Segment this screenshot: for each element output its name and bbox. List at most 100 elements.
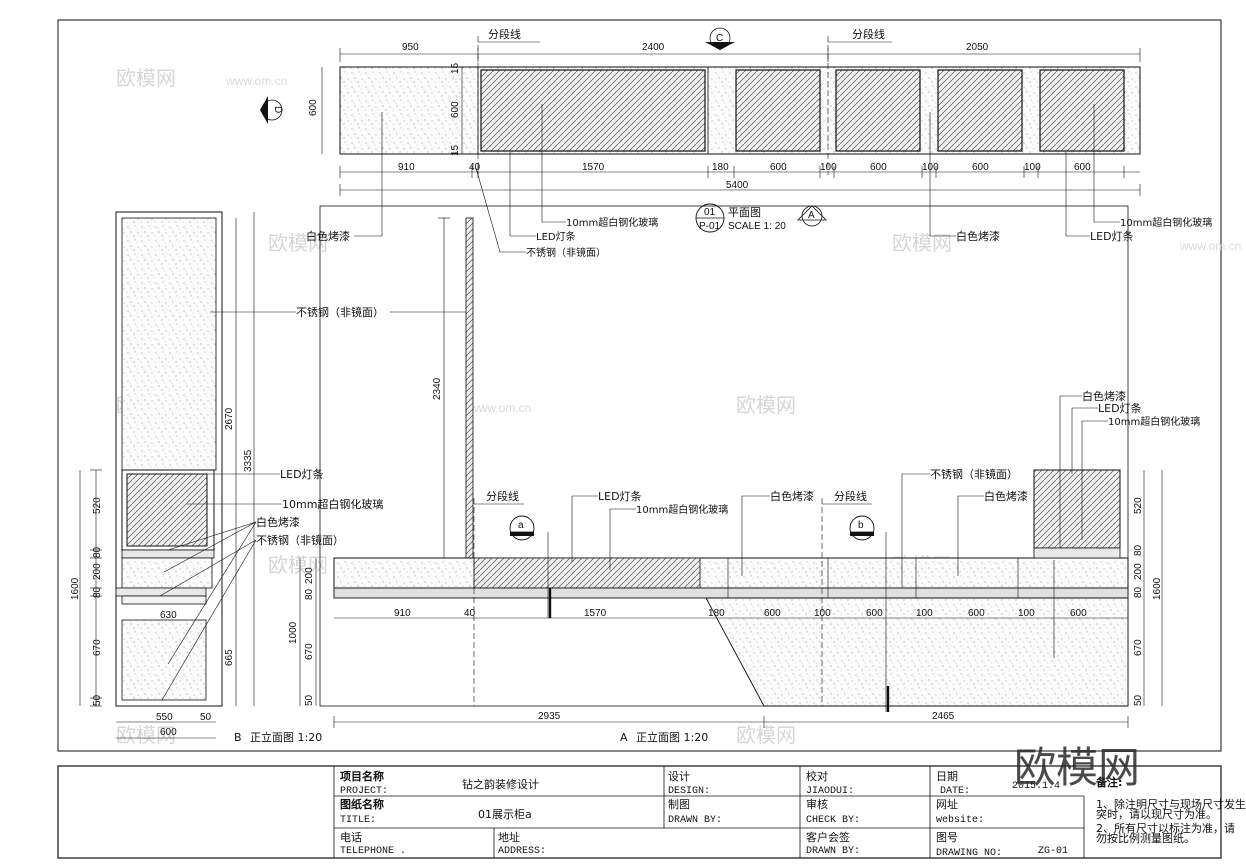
plan-dim-bottom: 40 <box>469 162 481 173</box>
plan-label-glass-2: 10mm超白钢化玻璃 <box>1120 216 1212 229</box>
watermark-text: 欧模网 <box>268 553 328 577</box>
watermark-text: 欧模网 <box>116 723 176 747</box>
elev-a-dim-mid: 600 <box>866 608 883 619</box>
tb-check-en: JIAODUI: <box>806 786 854 797</box>
tb-phone-cn: 电话 <box>340 831 362 844</box>
title-block-frame <box>57 765 1222 859</box>
watermark-url: www.om.cn <box>1179 239 1241 253</box>
elev-a-title: 正立面图 1:20 <box>636 730 708 744</box>
elev-b-title: 正立面图 1:20 <box>250 730 322 744</box>
tb-num-en: DRAWING NO: <box>936 848 1002 859</box>
elev-a-dim-right: 200 <box>1133 563 1144 580</box>
tb-note-line: 1、除注明尺寸与现场尺寸发生冲 <box>1096 797 1246 811</box>
section-marker-a-label: a <box>518 520 524 531</box>
plan-dim-bottom: 100 <box>820 162 837 173</box>
plan-dim-top-1: 950 <box>402 42 419 53</box>
brand-logo-watermark: 欧模网 <box>1014 743 1140 792</box>
marker-c-arrow <box>705 42 735 50</box>
plan-dim-side: 600 <box>308 99 319 116</box>
elev-b-dim-right: 2670 <box>224 407 235 430</box>
plan-label-white-2: 白色烤漆 <box>956 229 1000 243</box>
elev-b-band-2 <box>115 587 207 597</box>
plan-glass-4 <box>1039 69 1125 152</box>
elev-a-dim-right: 80 <box>1133 544 1144 556</box>
tb-date-value: 2015.1.4 <box>1012 781 1060 792</box>
plan-label-segment-1: 分段线 <box>488 27 521 41</box>
plan-label-led-2: LED灯条 <box>1090 229 1134 243</box>
elevation-b: 520 80 200 80 670 50 1600 2670 3335 665 … <box>70 211 470 744</box>
elev-a-dim-mid: 100 <box>1018 608 1035 619</box>
marker-d-arrow <box>260 96 268 124</box>
tb-phone-en: TELEPHONE . <box>340 846 406 857</box>
elev-b-label-stainless: 不锈钢（非镜面） <box>256 533 344 547</box>
elev-a-dim-mid: 600 <box>764 608 781 619</box>
elev-a-dim-right: 520 <box>1133 497 1144 514</box>
elev-a-dim-bottom: 2935 <box>538 711 561 722</box>
tb-client-en: DRAWN BY: <box>806 846 860 857</box>
elev-a-label-led-2: LED灯条 <box>1098 401 1142 415</box>
elev-a-dim-right: 80 <box>1133 586 1144 598</box>
tb-date-en: DATE: <box>940 786 970 797</box>
plan-dim-top-3: 2050 <box>966 42 989 53</box>
elev-a-glass-front <box>473 557 701 589</box>
elev-b-dim-right: 3335 <box>243 449 254 472</box>
plan-dim-bottom: 1570 <box>582 162 605 173</box>
elev-b-dim-left: 50 <box>92 694 103 706</box>
plan-dim-side: 15 <box>450 62 461 74</box>
tb-date-cn: 日期 <box>936 770 958 783</box>
elev-b-dim-width: 600 <box>160 727 177 738</box>
tb-drawn-en: DRAWN BY: <box>668 815 722 826</box>
tb-drawing-value: 01展示柜a <box>478 808 532 821</box>
elev-a-label-segment-1: 分段线 <box>486 489 519 503</box>
elev-b-drawer <box>121 557 213 589</box>
elev-b-dim-width: 630 <box>160 610 177 621</box>
elev-a-dim-mid: 1570 <box>584 608 607 619</box>
elev-b-dim-left: 80 <box>92 586 103 598</box>
plan-dim-side: 600 <box>450 101 461 118</box>
elev-a-dim-left: 670 <box>304 643 315 660</box>
plan-dim-bottom: 100 <box>1024 162 1041 173</box>
elev-b-mark: B <box>234 731 242 744</box>
elev-a-label-stainless: 不锈钢（非镜面） <box>930 467 1018 481</box>
plan-glass-2 <box>835 69 921 152</box>
elevation-a: a b 2340 200 80 1000 670 50 520 80 200 8… <box>288 205 1200 744</box>
elev-a-label-led: LED灯条 <box>598 489 642 503</box>
elev-b-dim-left: 80 <box>92 546 103 558</box>
watermark-url: www.om.cn <box>225 74 287 88</box>
plan-label-white-1: 白色烤漆 <box>306 229 350 243</box>
section-marker-b-label: b <box>858 520 864 531</box>
elev-b-dim-width: 550 <box>156 712 173 723</box>
elev-a-dim-right: 670 <box>1133 639 1144 656</box>
plan-label-stainless: 不锈钢（非镜面） <box>526 246 606 259</box>
tb-addr-en: ADDRESS: <box>498 846 546 857</box>
elev-a-mark: A <box>620 731 628 744</box>
tb-web-cn: 网址 <box>936 797 958 811</box>
tb-note-line: 突时，请以现尺寸为准。 <box>1096 807 1217 821</box>
plan-scale: SCALE 1: 20 <box>728 221 786 232</box>
elev-a-dim-mid: 100 <box>916 608 933 619</box>
drawing-frame <box>57 19 1222 752</box>
elev-b-band-1 <box>121 549 215 559</box>
elev-a-band <box>333 587 1129 599</box>
plan-dim-bottom: 600 <box>1074 162 1091 173</box>
plan-view: 950 2400 2050 600 15 600 15 910 40 1570 … <box>260 27 1212 259</box>
elev-a-dim-left: 200 <box>304 567 315 584</box>
tb-project-cn: 项目名称 <box>340 769 384 783</box>
elev-a-dim-mid: 100 <box>814 608 831 619</box>
title-block: 项目名称 PROJECT: 钻之韵装修设计 图纸名称 TITLE: 01展示柜a… <box>333 766 1246 859</box>
tb-design-en: DESIGN: <box>668 786 710 797</box>
tb-drawn-cn: 制图 <box>668 798 690 811</box>
plan-title: 平面图 <box>728 206 761 219</box>
tb-project-value: 钻之韵装修设计 <box>462 777 539 791</box>
elev-b-outline <box>115 211 223 707</box>
tb-web-en: website: <box>936 814 984 826</box>
elev-a-label-white-3: 白色烤漆 <box>1082 389 1126 403</box>
plan-dim-bottom: 600 <box>770 162 787 173</box>
elev-a-display-box <box>1033 469 1121 549</box>
elev-a-dim-height: 2340 <box>432 377 443 400</box>
elev-a-dim-mid: 910 <box>394 608 411 619</box>
plan-label-segment-2: 分段线 <box>852 27 885 41</box>
elev-a-base <box>705 597 1129 707</box>
elev-b-glass <box>126 473 208 547</box>
